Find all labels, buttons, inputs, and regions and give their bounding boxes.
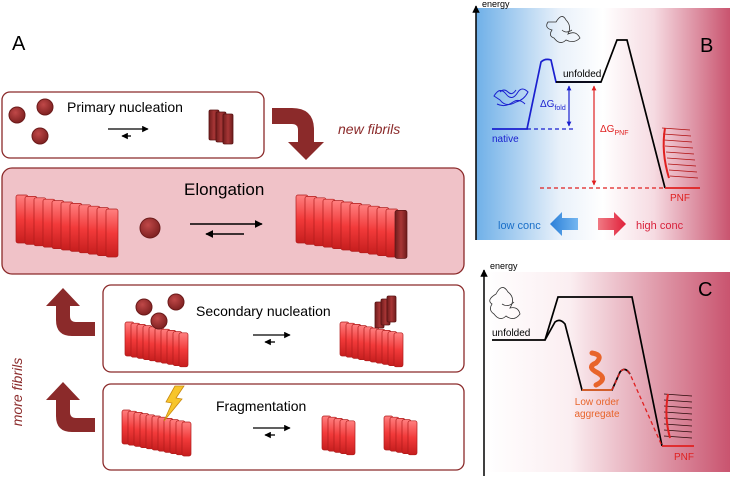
panel-c: energy C unfolded Low order aggregate PN… [480,261,730,476]
fibril-slab [345,420,356,456]
primary-nucleation-box: Primary nucleation [1,91,265,159]
native-protein-icon [493,88,529,107]
fibril [15,194,119,258]
equilibrium-arrows [253,331,291,346]
low-conc-arrow [550,212,578,236]
unfolded-label: unfolded [563,69,601,80]
panel-c-background [484,272,730,472]
panel-a-letter: A [12,33,26,55]
monomer [8,106,26,124]
fibril [383,415,418,456]
nucleus-fibril [374,295,397,329]
secondary-nucleation-label: Secondary nucleation [196,303,331,319]
fibril [295,194,408,259]
fragmentation-box: Fragmentation [102,383,465,471]
pnf-fibril-icon [663,393,693,439]
low-order-label-line1: Low order [575,397,620,408]
new-fibrils-arrow [272,108,324,160]
equilibrium-arrows [108,125,149,140]
nucleus-fibril [208,109,234,145]
dg-pnf-label: ΔGPNF [600,124,628,137]
lightning-icon [163,385,185,422]
low-order-label-line2: aggregate [574,409,619,420]
monomer [36,98,54,116]
fibril-slab [178,332,189,368]
primary-nucleation-label: Primary nucleation [67,99,183,115]
native-label: native [492,134,519,145]
high-conc-arrow [598,212,626,236]
fibril-slab [393,332,404,368]
dg-fold-label: ΔGfold [540,99,566,112]
panel-a: A Primary nucleation new fibrils [1,33,465,471]
unfolded-curve [556,39,666,189]
panel-b-background [476,8,730,240]
more-fibrils-arrow [46,288,95,432]
fibril-slab [407,420,418,456]
monomer [139,217,161,239]
pnf-label: PNF [670,193,690,204]
panel-b: energy B ΔGfold ΔGPNF unfolded native PN… [472,0,730,240]
aggregate-icon [589,350,605,388]
pnf-label: PNF [674,452,694,463]
native-curve [492,58,601,130]
monomer [31,127,49,145]
elongation-label: Elongation [184,180,264,199]
fibril [124,321,189,368]
energy-axis-label: energy [490,261,518,271]
equilibrium-arrows [190,220,263,238]
secondary-nucleation-box: Secondary nucleation [102,284,465,373]
fibril [321,415,356,456]
pnf-fibril-icon [661,127,699,179]
fragmentation-label: Fragmentation [216,398,306,414]
elongation-box: Elongation [1,167,465,275]
fibril-slab [394,210,408,259]
monomer [135,298,153,316]
fibril-slab [181,421,192,457]
equilibrium-arrows [253,424,291,439]
panel-c-letter: C [698,279,712,301]
low-conc-label: low conc [498,220,541,232]
high-conc-label: high conc [636,220,684,232]
monomer [150,312,168,330]
unfolded-label: unfolded [492,328,530,339]
energy-axis-label: energy [482,0,510,9]
unfolded-barrier-curve [492,296,663,447]
monomer [167,293,185,311]
unfolded-protein-icon [546,16,581,43]
unfolded-protein-icon [489,287,521,319]
fibril [121,409,192,457]
panel-b-letter: B [700,35,713,57]
more-fibrils-label: more fibrils [9,358,25,426]
fibril-slab [105,208,119,258]
fibril [339,321,404,368]
new-fibrils-label: new fibrils [338,121,400,137]
